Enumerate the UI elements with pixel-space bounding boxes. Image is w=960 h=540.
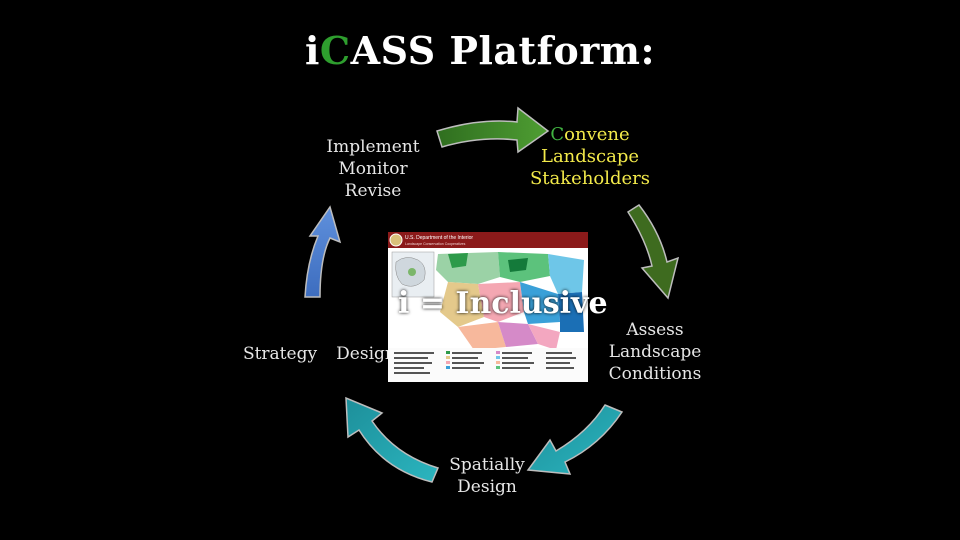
map-header: U.S. Department of the Interior xyxy=(405,235,473,241)
arrow-assess-to-spatial xyxy=(526,404,624,475)
map-subheader: Landscape Conservation Cooperatives xyxy=(405,242,466,246)
implement-monitor-revise-label: Implement Monitor Revise xyxy=(326,137,420,201)
inclusive-caption: i = Inclusive xyxy=(398,286,608,321)
arrow-implement-to-convene xyxy=(436,106,550,154)
design-label: Design xyxy=(336,344,396,364)
convene-stakeholders-label: Convene Landscape Stakeholders xyxy=(529,124,651,189)
strategy-label: Strategy xyxy=(242,344,318,364)
lcc-map-image: U.S. Department of the Interior Landscap… xyxy=(388,232,588,382)
arrow-spatial-to-strategy xyxy=(345,396,440,483)
page-title: iCASS Platform: xyxy=(304,28,656,73)
assess-conditions-label: Assess Landscape Conditions xyxy=(608,320,702,384)
arrow-strategy-to-implement xyxy=(304,205,342,298)
arrow-convene-to-assess xyxy=(626,204,680,300)
spatially-design-label: Spatially Design xyxy=(449,455,525,497)
